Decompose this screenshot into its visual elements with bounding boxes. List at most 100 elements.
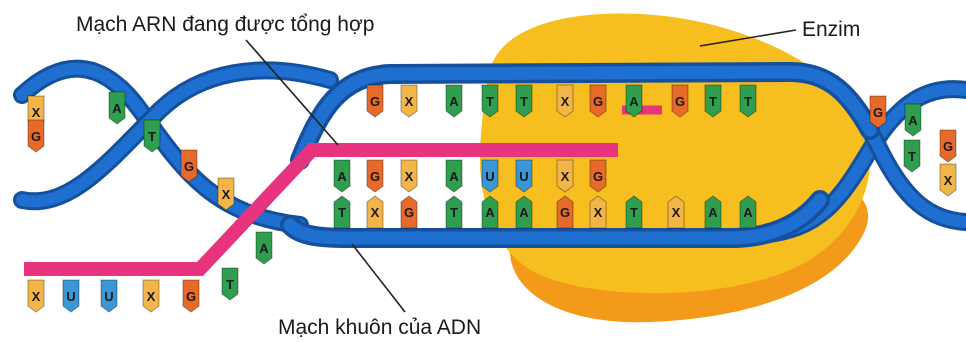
- nucleotide-T: T: [144, 120, 160, 152]
- nucleotide-G: G: [590, 85, 606, 117]
- nucleotide-G: G: [183, 280, 199, 312]
- nucleotide-letter: G: [675, 94, 685, 109]
- nucleotide-letter: X: [405, 94, 414, 109]
- nucleotide-X: X: [590, 196, 606, 228]
- nucleotide-letter: T: [630, 205, 638, 220]
- nucleotide-T: T: [516, 85, 532, 117]
- nucleotide-letter: X: [371, 205, 380, 220]
- nucleotide-letter: X: [594, 205, 603, 220]
- nucleotide-letter: G: [873, 105, 883, 120]
- nucleotide-letter: T: [709, 94, 717, 109]
- nucleotide-letter: A: [908, 113, 918, 128]
- nucleotide-letter: X: [944, 173, 953, 188]
- nucleotide-letter: G: [184, 159, 194, 174]
- nucleotide-letter: A: [337, 169, 347, 184]
- nucleotide-letter: A: [629, 94, 639, 109]
- nucleotide-letter: T: [744, 94, 752, 109]
- nucleotide-letter: T: [908, 149, 916, 164]
- nucleotide-A: A: [705, 196, 721, 228]
- nucleotide-A: A: [516, 196, 532, 228]
- nucleotide-letter: G: [31, 129, 41, 144]
- nucleotide-letter: G: [404, 205, 414, 220]
- nucleotide-T: T: [626, 196, 642, 228]
- nucleotide-G: G: [28, 120, 44, 152]
- nucleotide-letter: X: [672, 205, 681, 220]
- nucleotide-X: X: [940, 164, 956, 196]
- nucleotide-letter: U: [485, 169, 494, 184]
- nucleotide-G: G: [181, 150, 197, 182]
- nucleotide-letter: A: [743, 205, 753, 220]
- nucleotide-T: T: [222, 268, 238, 300]
- nucleotide-letter: A: [519, 205, 529, 220]
- nucleotide-letter: G: [370, 169, 380, 184]
- nucleotide-letter: T: [450, 205, 458, 220]
- nucleotide-G: G: [870, 96, 886, 128]
- rna-strand-label: Mạch ARN đang được tổng hợp: [76, 14, 374, 35]
- nucleotide-letter: X: [147, 289, 156, 304]
- nucleotide-letter: G: [593, 169, 603, 184]
- nucleotide-letter: A: [259, 241, 269, 256]
- nucleotide-A: A: [626, 85, 642, 117]
- nucleotide-A: A: [740, 196, 756, 228]
- nucleotide-letter: X: [32, 289, 41, 304]
- nucleotide-letter: X: [32, 105, 41, 120]
- nucleotide-letter: X: [222, 187, 231, 202]
- nucleotide-G: G: [672, 85, 688, 117]
- nucleotide-A: A: [905, 104, 921, 136]
- nucleotide-letter: T: [226, 277, 234, 292]
- nucleotide-G: G: [557, 196, 573, 228]
- nucleotide-letter: G: [943, 139, 953, 154]
- nucleotide-T: T: [904, 140, 920, 172]
- nucleotide-X: X: [401, 160, 417, 192]
- nucleotide-T: T: [705, 85, 721, 117]
- nucleotide-X: X: [557, 160, 573, 192]
- nucleotide-letter: X: [561, 169, 570, 184]
- left-helix: [22, 69, 330, 225]
- nucleotide-letter: A: [112, 101, 122, 116]
- nucleotide-letter: X: [405, 169, 414, 184]
- nucleotide-X: X: [367, 196, 383, 228]
- nucleotide-G: G: [367, 160, 383, 192]
- nucleotide-letter: G: [186, 289, 196, 304]
- nucleotide-letter: G: [593, 94, 603, 109]
- nucleotide-T: T: [482, 85, 498, 117]
- nucleotide-letter: U: [519, 169, 528, 184]
- nucleotide-letter: A: [449, 94, 459, 109]
- nucleotide-X: X: [143, 280, 159, 312]
- nucleotide-letter: X: [561, 94, 570, 109]
- nucleotide-A: A: [334, 160, 350, 192]
- nucleotide-letter: T: [520, 94, 528, 109]
- nucleotide-G: G: [590, 160, 606, 192]
- nucleotide-letter: A: [449, 169, 459, 184]
- nucleotide-G: G: [940, 130, 956, 162]
- nucleotide-T: T: [446, 196, 462, 228]
- enzyme-label: Enzim: [802, 19, 860, 40]
- nucleotide-letter: T: [148, 129, 156, 144]
- nucleotide-letter: U: [66, 289, 75, 304]
- nucleotide-U: U: [101, 280, 117, 312]
- enzyme-blob: [480, 13, 870, 322]
- pointer-rna: [246, 40, 338, 145]
- nucleotide-U: U: [516, 160, 532, 192]
- nucleotide-A: A: [256, 232, 272, 264]
- nucleotide-U: U: [63, 280, 79, 312]
- nucleotide-A: A: [109, 92, 125, 124]
- nucleotide-A: A: [446, 160, 462, 192]
- nucleotide-letter: A: [485, 205, 495, 220]
- nucleotide-X: X: [218, 178, 234, 210]
- nucleotide-G: G: [401, 196, 417, 228]
- nucleotide-letter: A: [708, 205, 718, 220]
- nucleotide-T: T: [740, 85, 756, 117]
- nucleotide-T: T: [334, 196, 350, 228]
- nucleotide-G: G: [367, 85, 383, 117]
- nucleotide-X: X: [557, 85, 573, 117]
- nucleotide-letter: U: [104, 289, 113, 304]
- pointer-template: [352, 244, 405, 312]
- nucleotide-letter: T: [486, 94, 494, 109]
- nucleotide-letter: G: [370, 94, 380, 109]
- nucleotide-A: A: [482, 196, 498, 228]
- template-strand-label: Mạch khuôn của ADN: [278, 317, 481, 338]
- nucleotide-X: X: [28, 280, 44, 312]
